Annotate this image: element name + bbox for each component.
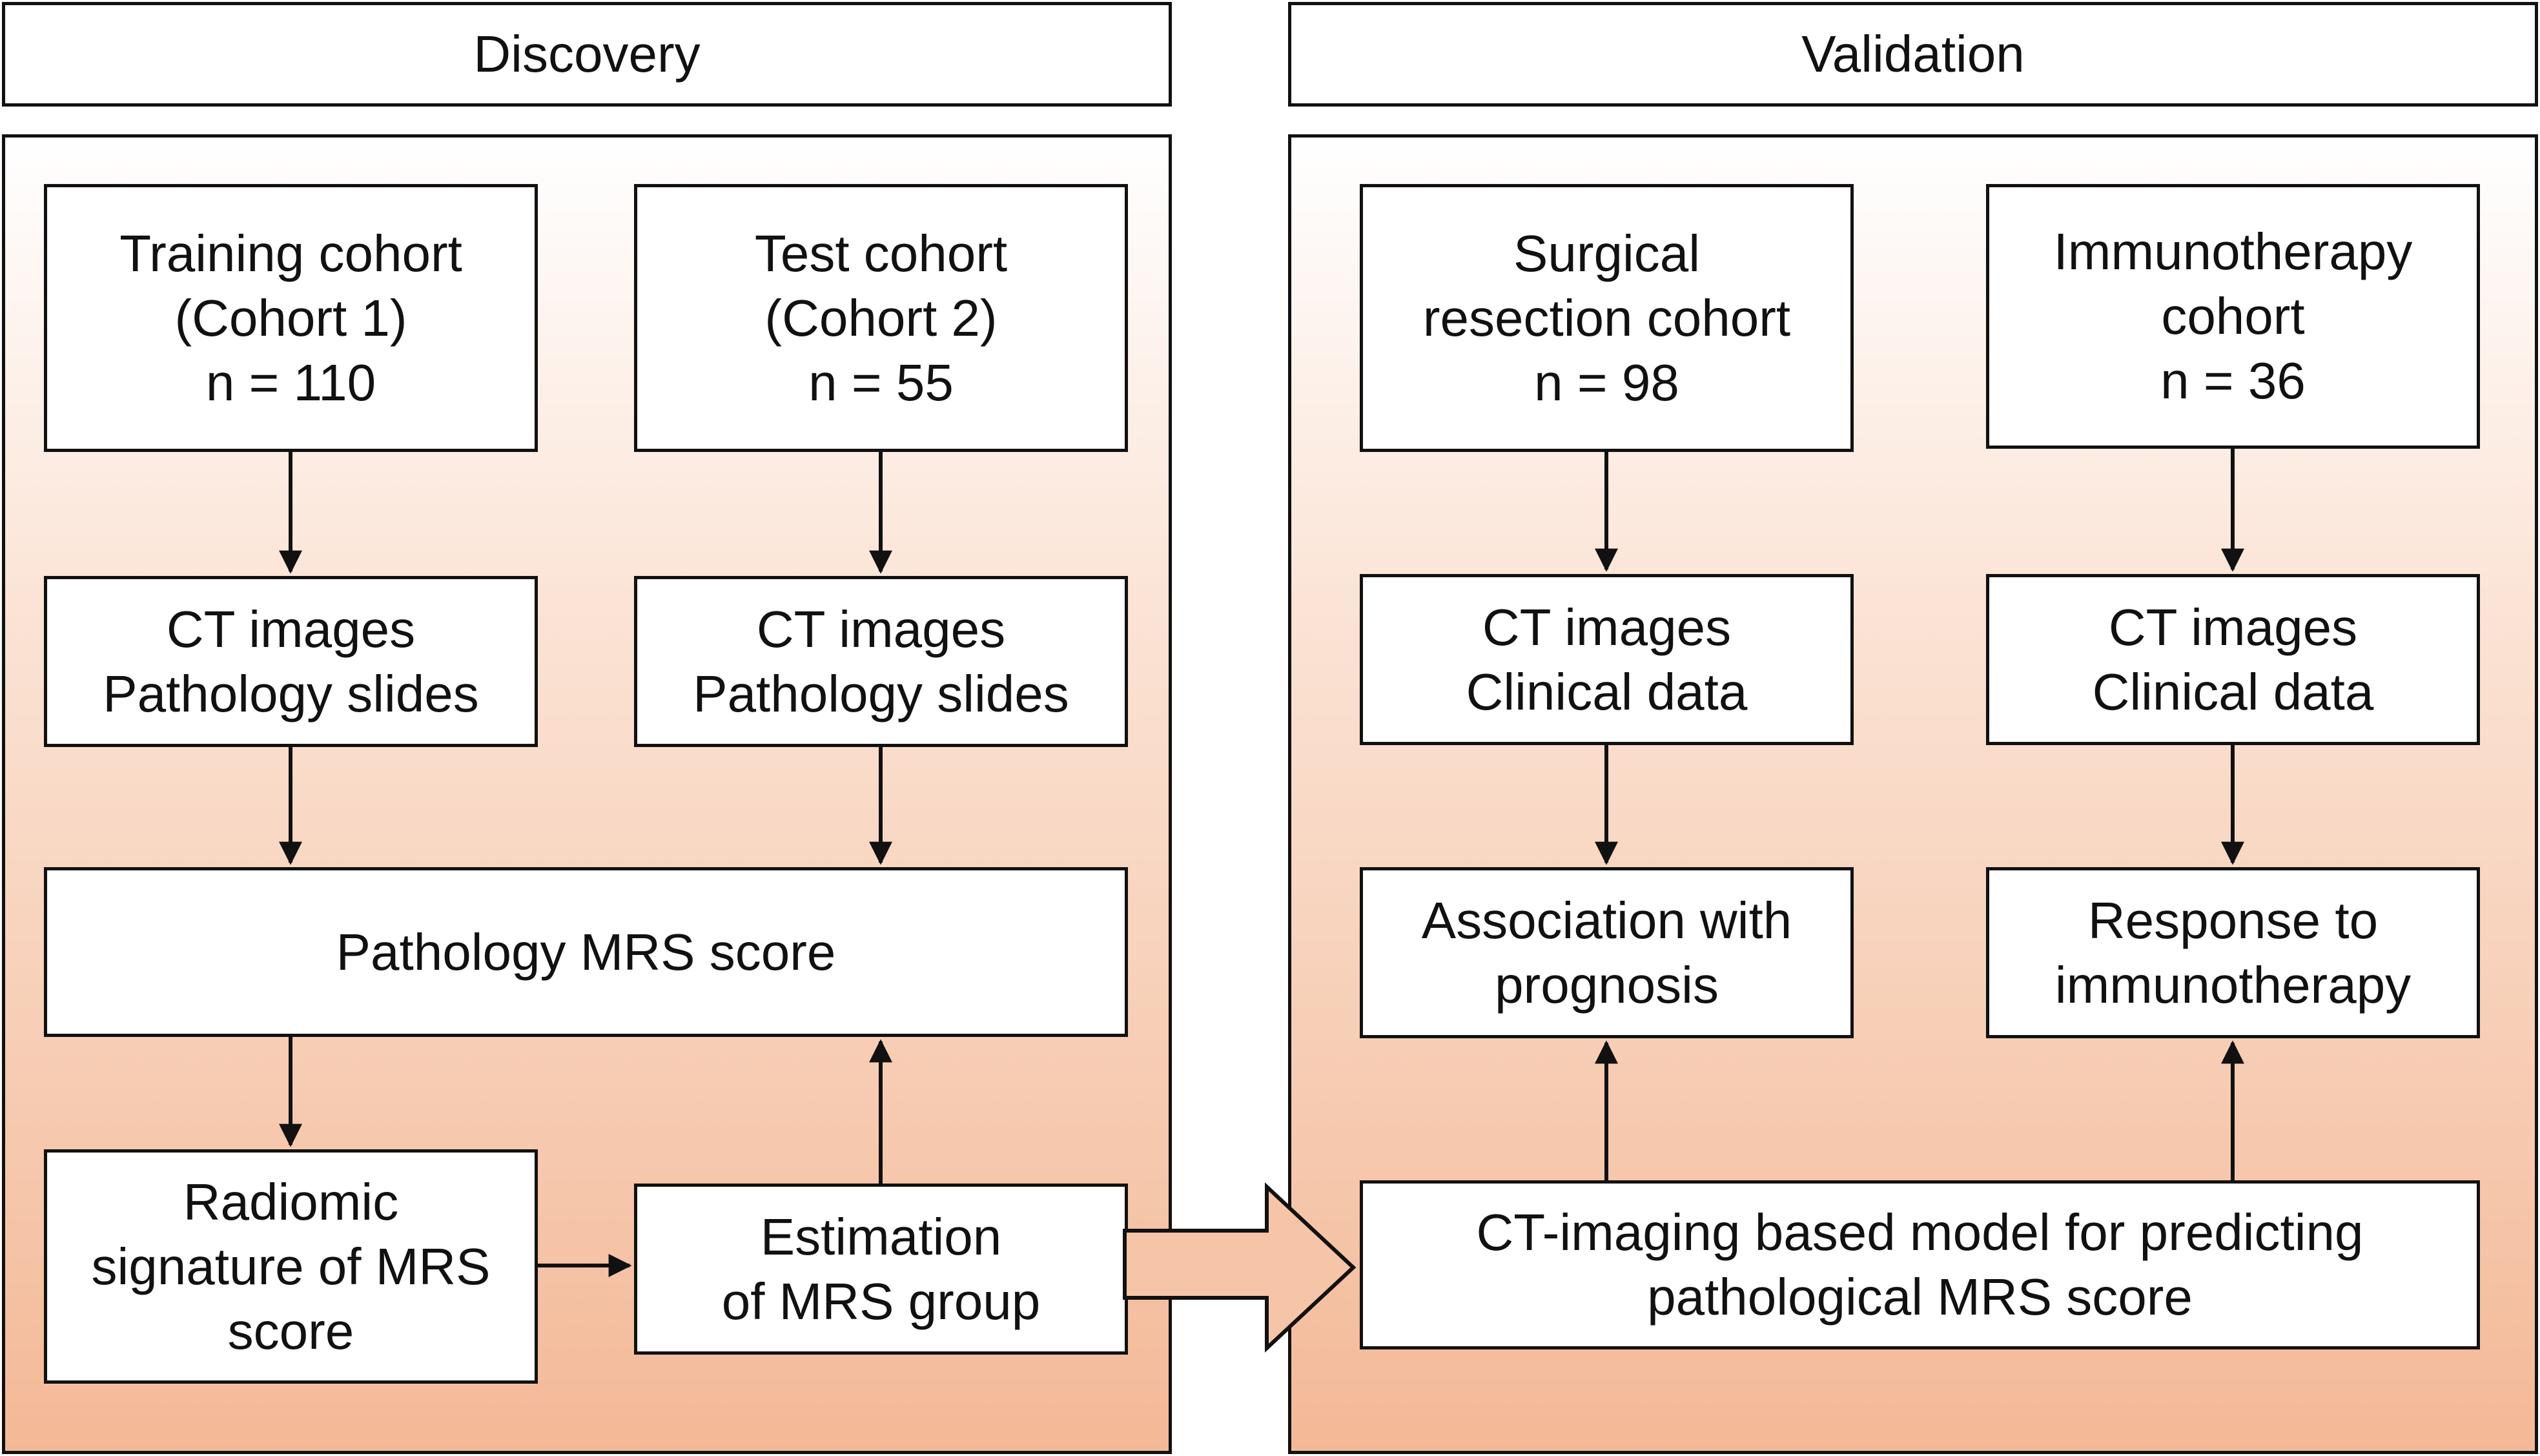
immunotherapy-cohort-text: Immunotherapy cohort n = 36: [2053, 223, 2413, 409]
response-immunotherapy-text: Response to immunotherapy: [2054, 891, 2412, 1014]
association-prognosis-box: Association with prognosis: [1360, 867, 1854, 1038]
surgical-cohort-box: Surgical resection cohort n = 98: [1360, 184, 1854, 452]
ct-model-text: CT-imaging based model for predicting pa…: [1476, 1204, 2364, 1326]
ct-pathology-training-text: CT images Pathology slides: [103, 600, 479, 723]
immunotherapy-cohort-box: Immunotherapy cohort n = 36: [1986, 184, 2480, 449]
radiomic-signature-box: Radiomic signature of MRS score: [44, 1149, 538, 1384]
ct-clinical-surgical-text: CT images Clinical data: [1466, 598, 1748, 721]
ct-clinical-surgical-box: CT images Clinical data: [1360, 574, 1854, 745]
validation-header: Validation: [1288, 2, 2538, 107]
discovery-to-validation-arrow: [1123, 1182, 1357, 1353]
ct-clinical-immuno-text: CT images Clinical data: [2092, 598, 2374, 721]
validation-header-label: Validation: [1801, 25, 2025, 83]
ct-clinical-immuno-box: CT images Clinical data: [1986, 574, 2480, 745]
radiomic-signature-text: Radiomic signature of MRS score: [91, 1173, 491, 1360]
discovery-header-label: Discovery: [473, 25, 701, 83]
ct-model-box: CT-imaging based model for predicting pa…: [1360, 1180, 2480, 1349]
test-cohort-text: Test cohort (Cohort 2) n = 55: [754, 224, 1008, 411]
test-cohort-box: Test cohort (Cohort 2) n = 55: [634, 184, 1128, 452]
estimation-mrs-group-box: Estimation of MRS group: [634, 1184, 1128, 1355]
response-immunotherapy-box: Response to immunotherapy: [1986, 867, 2480, 1038]
training-cohort-box: Training cohort (Cohort 1) n = 110: [44, 184, 538, 452]
discovery-header: Discovery: [2, 2, 1172, 107]
training-cohort-text: Training cohort (Cohort 1) n = 110: [119, 224, 462, 411]
pathology-mrs-score-text: Pathology MRS score: [336, 923, 836, 981]
ct-pathology-training-box: CT images Pathology slides: [44, 576, 538, 747]
ct-pathology-test-text: CT images Pathology slides: [693, 600, 1069, 723]
association-prognosis-text: Association with prognosis: [1421, 891, 1792, 1014]
surgical-cohort-text: Surgical resection cohort n = 98: [1422, 224, 1791, 411]
estimation-mrs-group-text: Estimation of MRS group: [721, 1207, 1041, 1330]
ct-pathology-test-box: CT images Pathology slides: [634, 576, 1128, 747]
pathology-mrs-score-box: Pathology MRS score: [44, 867, 1128, 1037]
